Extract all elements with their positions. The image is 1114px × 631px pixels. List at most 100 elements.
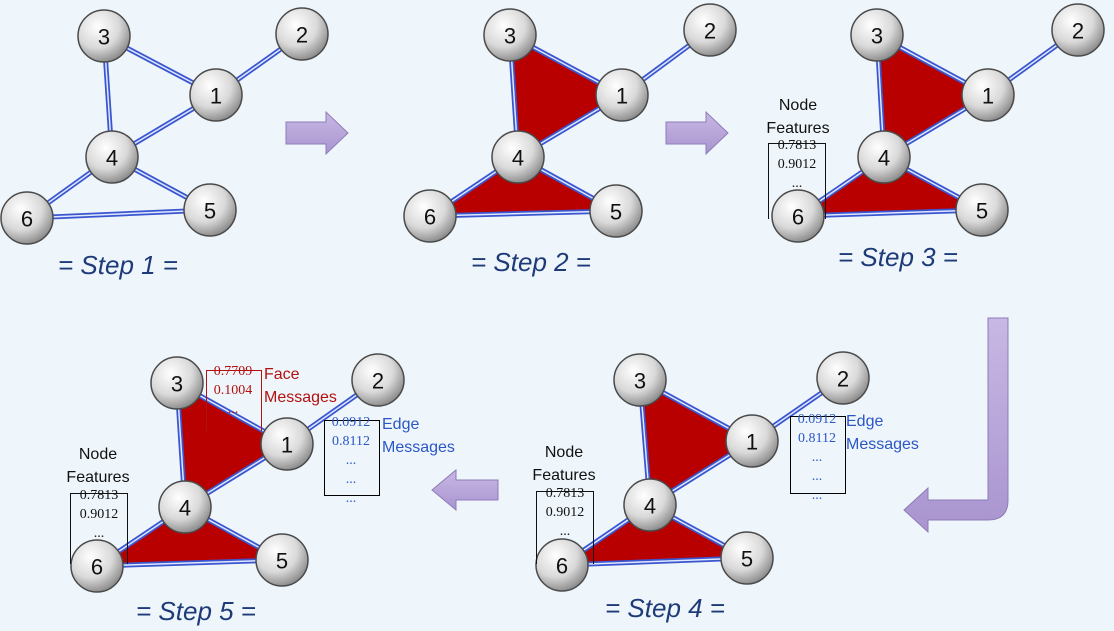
node-label: 2 (372, 369, 384, 394)
node-label: 6 (424, 205, 436, 230)
node-2-step-5: 2 (351, 353, 405, 407)
graph-step-5: 1 2 3 4 5 6 (70, 353, 405, 593)
node-ball (158, 480, 212, 534)
node-2-step-2: 2 (683, 3, 737, 57)
step-2-label: = Step 2 = (471, 247, 591, 277)
node-3-step-5: 3 (150, 356, 204, 410)
node-ball (613, 353, 667, 407)
node-label: 5 (610, 200, 622, 225)
node-label: 5 (204, 199, 216, 224)
node-6-step-5: 6 (70, 539, 124, 593)
node-label: 4 (512, 146, 524, 171)
step4-node-features-values: 0.7813 0.9012 ... (545, 486, 585, 539)
graph-step-1: 1 2 3 4 5 6 (0, 7, 329, 245)
node-label: 2 (1072, 19, 1084, 44)
node-3-step-3: 3 (850, 8, 904, 62)
node-5-step-3: 5 (955, 183, 1009, 237)
node-label: 4 (106, 146, 118, 171)
node-3-step-4: 3 (613, 353, 667, 407)
node-1-step-5: 1 (260, 417, 314, 471)
node-label: 4 (878, 146, 890, 171)
step5-face-messages-title: Face Messages (264, 366, 337, 406)
node-ball (623, 478, 677, 532)
step5-face-messages-values: 0.7709 0.1004 ... (213, 364, 253, 417)
node-label: 6 (21, 207, 33, 232)
step5-node-features-bracket (70, 493, 128, 564)
edge-highlight-5-6-step-3 (797, 209, 983, 217)
node-ball (275, 7, 329, 61)
edge-highlight-5-6-step-1 (26, 209, 211, 219)
node-6-step-1: 6 (0, 191, 54, 245)
node-label: 1 (210, 84, 222, 109)
node-ball (683, 3, 737, 57)
node-label: 3 (504, 24, 516, 49)
node-ball (961, 68, 1015, 122)
edge-highlight-5-6-step-2 (429, 210, 617, 217)
node-label: 2 (704, 19, 716, 44)
node-1-step-2: 1 (595, 68, 649, 122)
node-ball (70, 539, 124, 593)
node-label: 3 (98, 25, 110, 50)
step-1-label: = Step 1 = (58, 250, 178, 280)
step4-edge-messages-title: Edge Messages (846, 413, 919, 453)
node-ball (595, 68, 649, 122)
node-ball (255, 533, 309, 587)
graph-step-3: 1 2 3 4 5 6 (771, 3, 1105, 243)
node-5-step-1: 5 (183, 183, 237, 237)
node-2-step-3: 2 (1051, 3, 1105, 57)
node-6-step-2: 6 (403, 189, 457, 243)
node-ball (816, 351, 870, 405)
node-6-step-3: 6 (771, 189, 825, 243)
graph-step-2: 1 2 3 4 5 6 (403, 3, 737, 243)
node-1-step-3: 1 (961, 68, 1015, 122)
step4-edge-messages-bracket (790, 416, 846, 494)
step5-face-messages-bracket (206, 370, 262, 431)
arrow-step1-to-step2 (285, 110, 349, 156)
node-ball (85, 130, 139, 184)
node-3-step-2: 3 (483, 8, 537, 62)
node-4-step-2: 4 (491, 130, 545, 184)
node-ball (725, 414, 779, 468)
edge-highlight-5-6-step-5 (96, 559, 283, 567)
node-ball (483, 8, 537, 62)
step3-node-features-bracket (768, 143, 826, 219)
node-label: 2 (837, 367, 849, 392)
node-ball (589, 184, 643, 238)
node-label: 5 (276, 549, 288, 574)
node-label: 1 (616, 84, 628, 109)
node-ball (183, 183, 237, 237)
node-label: 6 (556, 554, 568, 579)
step5-edge-messages-title: Edge Messages (382, 416, 455, 456)
node-4-step-4: 4 (623, 478, 677, 532)
node-ball (1051, 3, 1105, 57)
step4-edge-messages-values: 0.0912 0.8112 ... ... ... (797, 412, 837, 503)
node-ball (260, 417, 314, 471)
step3-node-features-values: 0.7813 0.9012 ... (777, 138, 817, 191)
node-ball (77, 9, 131, 63)
node-ball (0, 191, 54, 245)
node-label: 4 (644, 494, 656, 519)
node-label: 3 (634, 369, 646, 394)
step5-node-features-values: 0.7813 0.9012 ... (79, 488, 119, 541)
step-4-label: = Step 4 = (605, 593, 725, 623)
node-label: 1 (281, 433, 293, 458)
step4-node-features-bracket (536, 491, 594, 564)
step4-node-features-title: Node Features (532, 444, 596, 484)
step-5-label: = Step 5 = (136, 596, 256, 626)
step3-node-features-title: Node Features (766, 97, 830, 137)
node-label: 4 (179, 496, 191, 521)
node-ball (771, 189, 825, 243)
node-4-step-3: 4 (857, 130, 911, 184)
node-5-step-5: 5 (255, 533, 309, 587)
node-2-step-1: 2 (275, 7, 329, 61)
arrow-step3-to-step4 (903, 317, 1009, 534)
node-ball (955, 183, 1009, 237)
node-6-step-4: 6 (535, 538, 589, 592)
node-ball (403, 189, 457, 243)
node-1-step-4: 1 (725, 414, 779, 468)
node-ball (535, 538, 589, 592)
node-label: 6 (91, 555, 103, 580)
step5-node-features-title: Node Features (66, 446, 130, 486)
node-label: 3 (871, 24, 883, 49)
